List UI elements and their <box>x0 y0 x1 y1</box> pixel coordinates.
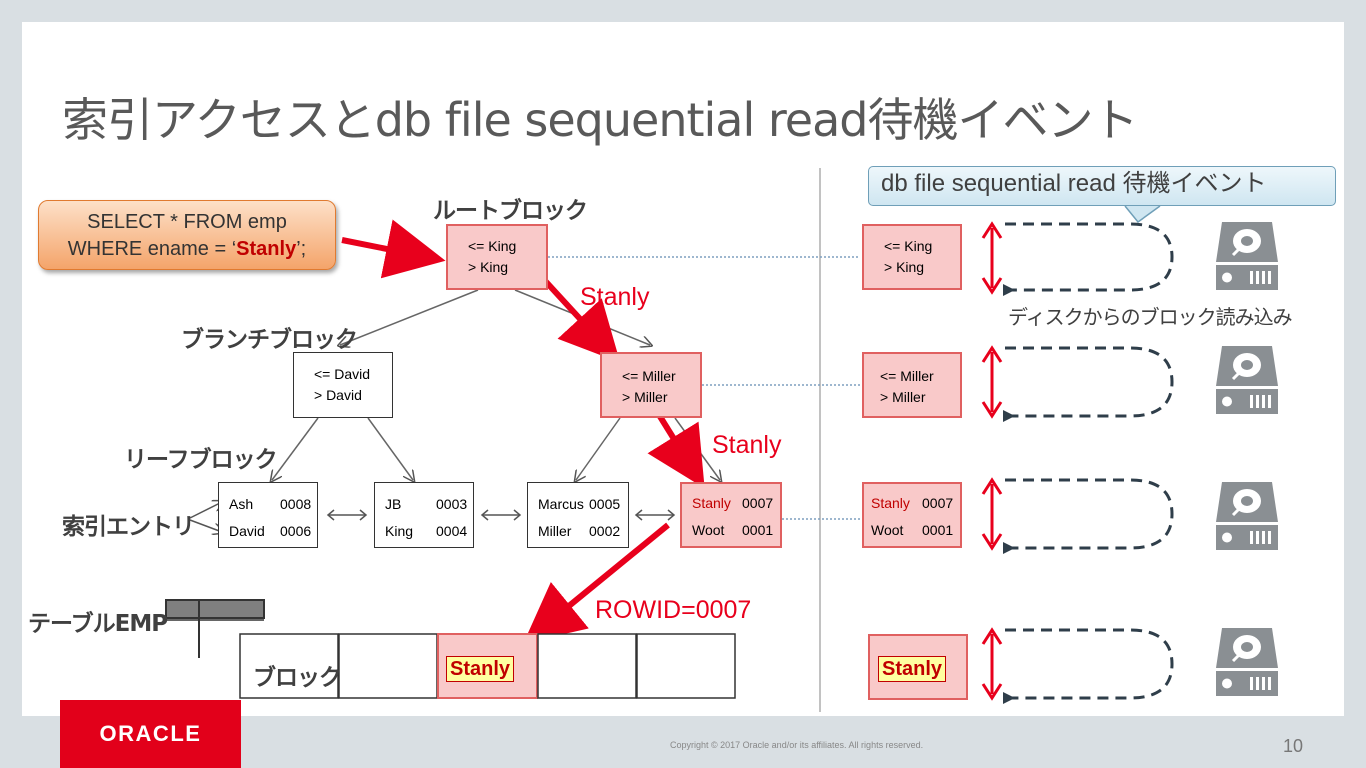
label-leaf-block: リーフブロック <box>124 447 278 473</box>
read-leaf-block: Stanly 0007 Woot 0001 <box>862 482 962 548</box>
slide-title: 索引アクセスとdb file sequential read待機イベント <box>62 93 1138 147</box>
path-label-stanly-2: Stanly <box>712 431 782 459</box>
wait-event-callout: db file sequential read 待機イベント <box>868 166 1336 206</box>
copyright-text: Copyright © 2017 Oracle and/or its affil… <box>670 740 924 750</box>
label-block: ブロック <box>253 665 342 691</box>
disk-drive-icon <box>1216 222 1278 290</box>
leaf-link-arrows <box>326 509 676 521</box>
sql-query-box: SELECT * FROM emp WHERE ename = ‘Stanly’… <box>38 200 336 270</box>
red-arrow-leaf-table <box>523 522 670 644</box>
tree-arrow-root-left <box>340 289 479 345</box>
entry-arrow-1 <box>189 502 222 519</box>
disk-drive-icon <box>1216 628 1278 696</box>
label-branch-block: ブランチブロック <box>181 327 358 353</box>
label-table-emp: テーブルEMP <box>28 611 168 637</box>
sql-line2: WHERE ename = ‘Stanly’; <box>67 238 307 260</box>
disk-drive-icon <box>1216 346 1278 414</box>
entry-arrow-2 <box>189 519 222 532</box>
read-wait-arrows <box>981 221 1174 704</box>
tree-arrow-b2-l <box>576 417 621 480</box>
red-arrow-branch-leaf <box>647 408 705 489</box>
dotted-connectors <box>548 256 860 520</box>
red-arrow-sql <box>341 219 446 279</box>
label-disk-read: ディスクからのブロック読み込み <box>1008 305 1293 329</box>
label-index-entry: 索引エントリ <box>62 514 195 540</box>
label-root-block: ルートブロック <box>433 198 588 224</box>
sql-line1: SELECT * FROM emp <box>87 211 287 233</box>
table-emp-icon <box>165 599 265 658</box>
red-arrow-root-branch <box>534 269 621 363</box>
leaf-block-node-stanly: Stanly 0007 Woot 0001 <box>680 482 782 548</box>
oracle-logo: ORACLE <box>60 700 241 768</box>
sql-value: Stanly <box>236 238 297 260</box>
leaf-block-node: JB 0003 King 0004 <box>374 482 474 548</box>
tree-arrow-b1-l <box>272 417 319 480</box>
read-table-block: Stanly <box>868 634 968 700</box>
path-label-rowid: ROWID=0007 <box>595 596 752 624</box>
path-label-stanly-1: Stanly <box>580 283 650 311</box>
disk-drive-icon <box>1216 482 1278 550</box>
branch-block-node-miller: <= Miller > Miller <box>600 352 702 418</box>
callout-pointer <box>1124 205 1161 224</box>
tree-arrow-b1-r <box>367 417 413 480</box>
leaf-block-node: Marcus 0005 Miller 0002 <box>527 482 629 548</box>
root-block-node: <= King > King <box>446 224 548 290</box>
read-root-block: <= King > King <box>862 224 962 290</box>
table-row-stanly: Stanly <box>446 656 515 682</box>
leaf-block-node: Ash 0008 David 0006 <box>218 482 318 548</box>
branch-block-node-david: <= David > David <box>293 352 393 418</box>
page-number: 10 <box>1283 736 1304 756</box>
read-branch-block: <= Miller > Miller <box>862 352 962 418</box>
